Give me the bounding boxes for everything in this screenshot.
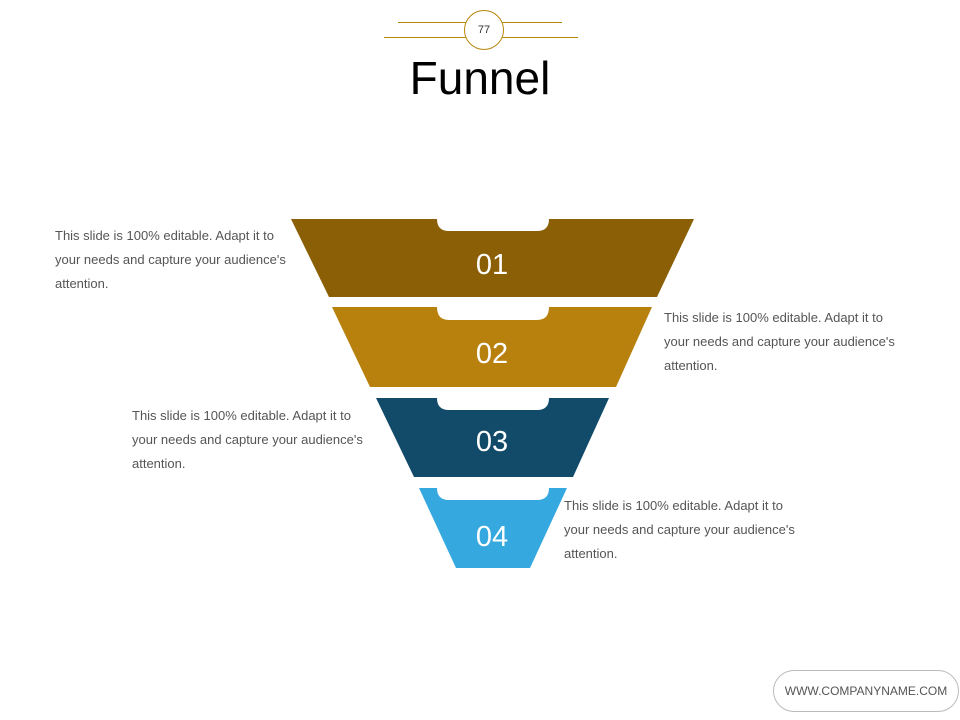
stage-3-description: This slide is 100% editable. Adapt it to… xyxy=(132,408,363,471)
funnel-stage-4-shape xyxy=(419,488,567,568)
slide-title: Funnel xyxy=(409,52,551,104)
company-website-link[interactable]: WWW.COMPANYNAME.COM xyxy=(773,670,959,712)
funnel-stage-3-label: 03 xyxy=(476,426,508,458)
funnel-stage-1-label: 01 xyxy=(476,249,508,281)
stage-2-description: This slide is 100% editable. Adapt it to… xyxy=(664,310,895,373)
funnel-stage-3-shape xyxy=(376,398,609,477)
funnel-stage-2-shape xyxy=(332,307,652,387)
stage-1-description: This slide is 100% editable. Adapt it to… xyxy=(55,228,286,291)
funnel-stage-4-label: 04 xyxy=(476,521,508,553)
page-number: 77 xyxy=(477,24,491,36)
funnel-stage-2-label: 02 xyxy=(476,338,508,370)
stage-4-description: This slide is 100% editable. Adapt it to… xyxy=(564,498,795,561)
funnel-stage-1-shape xyxy=(291,219,694,297)
page-number-badge: 77 xyxy=(464,10,504,50)
company-website-text: WWW.COMPANYNAME.COM xyxy=(784,684,948,698)
